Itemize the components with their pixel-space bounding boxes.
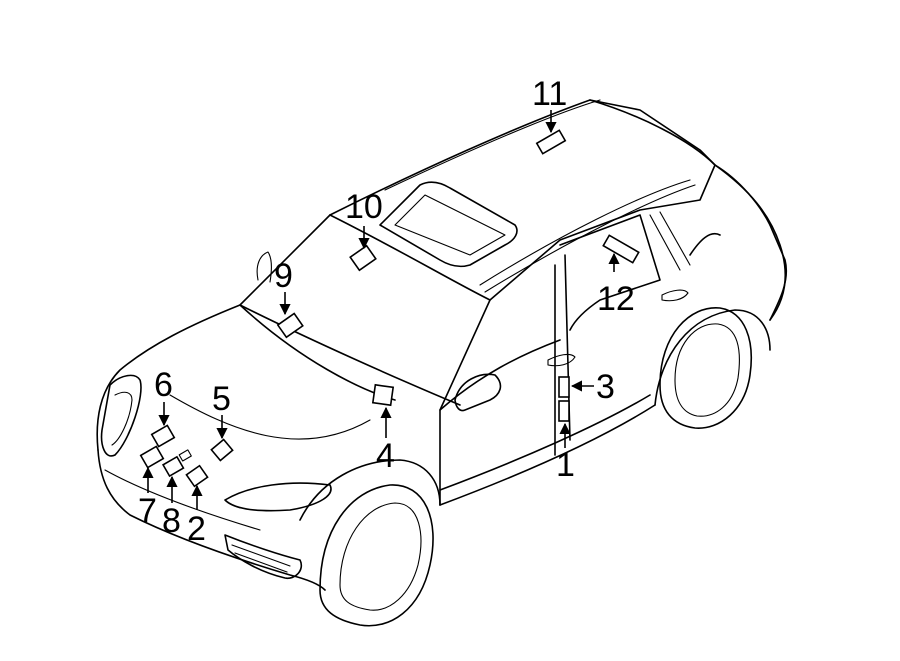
callout-1: 1 — [556, 446, 575, 484]
label-11 — [535, 129, 567, 155]
leader-arrows — [142, 110, 620, 510]
callout-11: 11 — [532, 75, 567, 113]
label-6 — [150, 424, 176, 448]
callout-9: 9 — [274, 257, 293, 295]
label-8 — [161, 455, 185, 478]
car-body — [96, 99, 788, 627]
callout-3: 3 — [596, 368, 615, 406]
callout-4: 4 — [376, 437, 395, 475]
callout-12: 12 — [597, 280, 635, 318]
label-7 — [139, 445, 165, 469]
label-1 — [558, 400, 570, 422]
label-9 — [276, 312, 304, 339]
callout-8: 8 — [162, 502, 181, 540]
callout-6: 6 — [154, 366, 173, 404]
label-10 — [349, 244, 377, 272]
label-12 — [602, 234, 640, 264]
callout-numbers: 1 2 3 4 5 6 7 8 9 10 11 12 — [138, 75, 635, 548]
label-4 — [371, 383, 395, 407]
label-2 — [185, 464, 209, 488]
part-labels — [139, 129, 640, 488]
callout-7: 7 — [138, 492, 157, 530]
callout-10: 10 — [345, 188, 383, 226]
callout-5: 5 — [212, 380, 231, 418]
label-3 — [558, 376, 570, 398]
small-label-box — [178, 449, 192, 462]
callout-2: 2 — [187, 510, 206, 548]
label-5 — [210, 438, 234, 462]
